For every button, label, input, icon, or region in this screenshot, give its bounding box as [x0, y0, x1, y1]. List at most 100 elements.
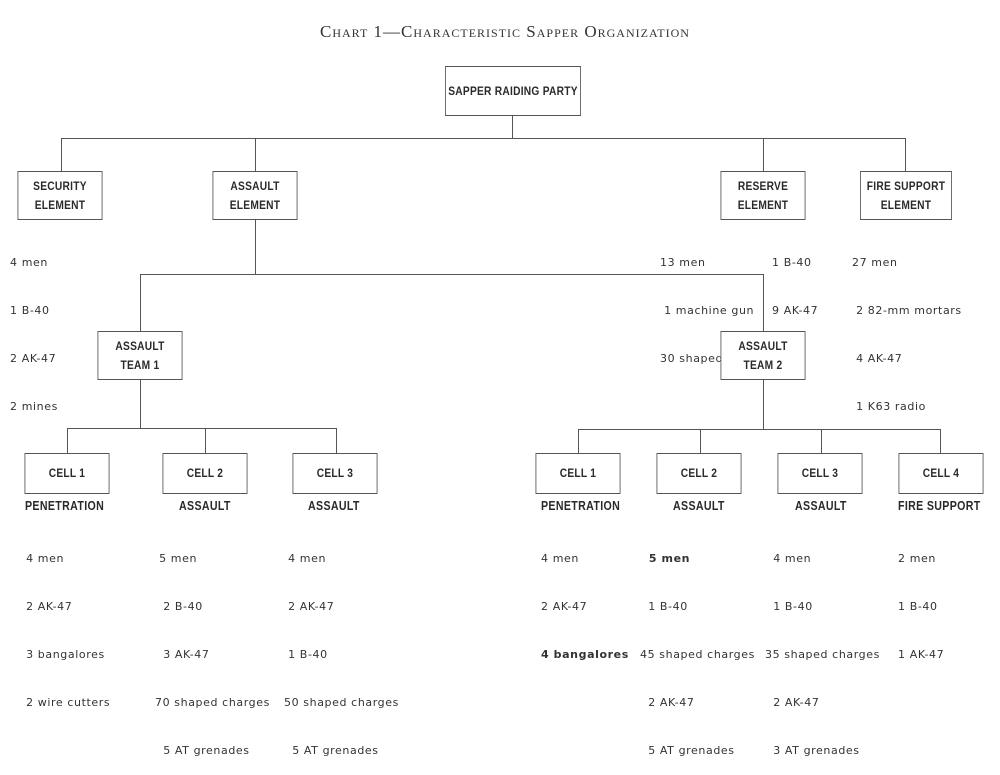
connector	[140, 274, 764, 276]
cell-items: 2 men 1 B-40 1 AK-47	[898, 519, 944, 679]
node-label: SAPPER RAIDING PARTY	[448, 83, 578, 98]
item: 9 AK-47	[772, 304, 819, 317]
item: 4 AK-47	[852, 352, 903, 365]
node-label: CELL 3	[801, 466, 839, 480]
node-team2-cell-2: CELL 2	[656, 453, 742, 494]
node-label: ASSAULT	[115, 338, 165, 353]
connector	[700, 429, 702, 454]
item: 4 men	[10, 256, 48, 269]
cell-items: 5 men 1 B-40 45 shaped charges 2 AK-47 5…	[640, 519, 755, 775]
item: 4 bangalores	[541, 648, 629, 661]
item: 5 AT grenades	[640, 744, 735, 757]
connector	[763, 379, 765, 429]
node-label: RESERVE	[737, 178, 789, 193]
item: 2 AK-47	[765, 696, 820, 709]
node-label: ELEMENT	[737, 197, 789, 212]
node-label: ELEMENT	[229, 197, 281, 212]
connector	[336, 428, 338, 454]
cell-items: 4 men 2 AK-47 3 bangalores 2 wire cutter…	[22, 519, 110, 727]
cell-role: PENETRATION	[25, 499, 105, 513]
connector	[67, 428, 69, 454]
node-label: CELL 4	[922, 466, 960, 480]
item: 1 B-40	[772, 256, 812, 269]
connector	[255, 220, 257, 274]
item: 5 AT grenades	[284, 744, 379, 757]
node-reserve-element: RESERVE ELEMENT	[720, 171, 806, 220]
cell-role: ASSAULT	[179, 499, 231, 513]
cell-items: 5 men 2 B-40 3 AK-47 70 shaped charges 5…	[155, 519, 270, 775]
item: 50 shaped charges	[284, 696, 399, 709]
cell-items: 4 men 2 AK-47 4 bangalores	[541, 519, 629, 679]
connector	[821, 429, 823, 454]
cell-items: 4 men 1 B-40 35 shaped charges 2 AK-47 3…	[765, 519, 880, 775]
cell-role: ASSAULT	[308, 499, 360, 513]
node-label: FIRE SUPPORT	[866, 178, 946, 193]
connector	[140, 379, 142, 428]
node-team1-cell-1: CELL 1	[24, 453, 110, 494]
item: 1 B-40	[640, 600, 688, 613]
connector	[255, 138, 257, 172]
item: 1 B-40	[10, 304, 50, 317]
connector	[763, 138, 765, 172]
item: 5 men	[640, 552, 691, 565]
node-label: CELL 3	[316, 466, 354, 480]
cell-role: PENETRATION	[541, 499, 621, 513]
node-label: CELL 2	[186, 466, 224, 480]
item: 27 men	[852, 256, 898, 269]
item: 2 AK-47	[22, 600, 73, 613]
node-label: ASSAULT	[738, 338, 788, 353]
connector	[512, 116, 514, 138]
item: 4 men	[541, 552, 579, 565]
item: 35 shaped charges	[765, 648, 880, 661]
item: 1 B-40	[765, 600, 813, 613]
connector	[940, 429, 942, 454]
item: 1 AK-47	[898, 648, 945, 661]
item: 1 B-40	[284, 648, 328, 661]
item: 2 AK-47	[284, 600, 335, 613]
cell-role: ASSAULT	[673, 499, 725, 513]
cell-role: FIRE SUPPORT	[898, 499, 981, 513]
node-team1-cell-3: CELL 3	[292, 453, 378, 494]
item: 2 B-40	[155, 600, 203, 613]
node-label: ASSAULT	[230, 178, 280, 193]
node-fire-support-element: FIRE SUPPORT ELEMENT	[860, 171, 952, 220]
item: 2 AK-47	[541, 600, 588, 613]
connector	[67, 428, 337, 430]
item: 2 mines	[10, 400, 58, 413]
item: 2 AK-47	[10, 352, 57, 365]
item: 13 men	[660, 256, 706, 269]
node-assault-element: ASSAULT ELEMENT	[212, 171, 298, 220]
item: 1 machine gun	[660, 304, 755, 317]
node-team2-cell-1: CELL 1	[535, 453, 621, 494]
item: 5 AT grenades	[155, 744, 250, 757]
item: 1 K63 radio	[852, 400, 926, 413]
node-team1-cell-2: CELL 2	[162, 453, 248, 494]
node-sapper-raiding-party: SAPPER RAIDING PARTY	[445, 66, 581, 116]
node-label: CELL 1	[48, 466, 86, 480]
connector	[61, 138, 63, 172]
item: 3 AK-47	[155, 648, 210, 661]
cell-role: ASSAULT	[795, 499, 847, 513]
node-label: CELL 2	[680, 466, 718, 480]
chart-title: Chart 1—Characteristic Sapper Organizati…	[320, 22, 690, 41]
item: 2 men	[898, 552, 936, 565]
connector	[905, 138, 907, 172]
node-assault-team-1: ASSAULT TEAM 1	[97, 331, 183, 380]
reserve-element-items-right: 1 B-40 9 AK-47	[772, 223, 818, 335]
cell-items: 4 men 2 AK-47 1 B-40 50 shaped charges 5…	[284, 519, 399, 775]
node-team2-cell-3: CELL 3	[777, 453, 863, 494]
item: 2 wire cutters	[22, 696, 111, 709]
item: 1 B-40	[898, 600, 938, 613]
node-label: TEAM 1	[120, 357, 160, 372]
item: 70 shaped charges	[155, 696, 270, 709]
item: 3 bangalores	[22, 648, 105, 661]
item: 4 men	[22, 552, 65, 565]
node-label: ELEMENT	[880, 197, 932, 212]
connector	[578, 429, 580, 454]
item: 5 men	[155, 552, 198, 565]
node-label: SECURITY	[33, 178, 87, 193]
node-team2-cell-4: CELL 4	[898, 453, 984, 494]
connector	[763, 274, 765, 332]
